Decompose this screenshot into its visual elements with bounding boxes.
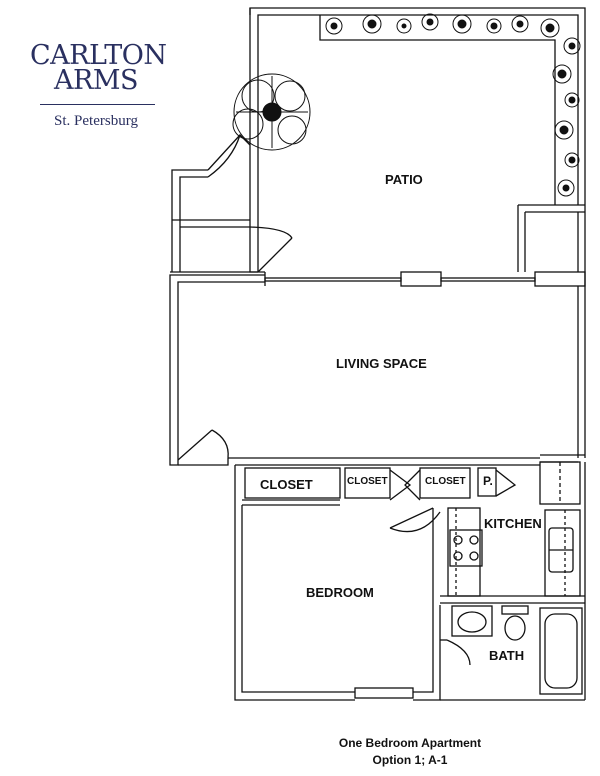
bath-fixtures — [440, 602, 585, 701]
room-label-bath: BATH — [489, 648, 525, 663]
room-label-closet-right: CLOSET — [425, 476, 466, 487]
logo-line-2: ARMS — [54, 65, 138, 96]
patio-walls — [249, 7, 586, 273]
room-label-patio: PATIO — [385, 172, 423, 187]
interior-walls — [178, 454, 585, 466]
room-label-closet-main: CLOSET — [260, 477, 313, 492]
logo-divider — [40, 104, 155, 105]
tree-icon — [232, 73, 311, 151]
storage-rooms — [171, 134, 293, 273]
plan-caption-line-1: One Bedroom Apartment — [338, 736, 482, 750]
room-label-living: LIVING SPACE — [336, 356, 427, 371]
closets — [244, 467, 517, 501]
brand-logo: CARLTON ARMS — [30, 40, 167, 96]
bedroom-walls — [234, 465, 441, 701]
logo-line-1: CARLTON — [30, 40, 167, 71]
room-label-pantry: P. — [483, 474, 493, 488]
room-label-closet-mid: CLOSET — [347, 476, 388, 487]
plan-caption-line-2: Option 1; A-1 — [372, 753, 448, 767]
logo-subtitle: St. Petersburg — [54, 113, 138, 129]
shrub-icons — [325, 13, 581, 197]
room-label-kitchen: KITCHEN — [484, 516, 542, 531]
kitchen-fixtures — [440, 461, 586, 700]
shrub-bed — [319, 13, 581, 205]
living-walls — [169, 271, 586, 466]
room-label-bedroom: BEDROOM — [306, 585, 374, 600]
